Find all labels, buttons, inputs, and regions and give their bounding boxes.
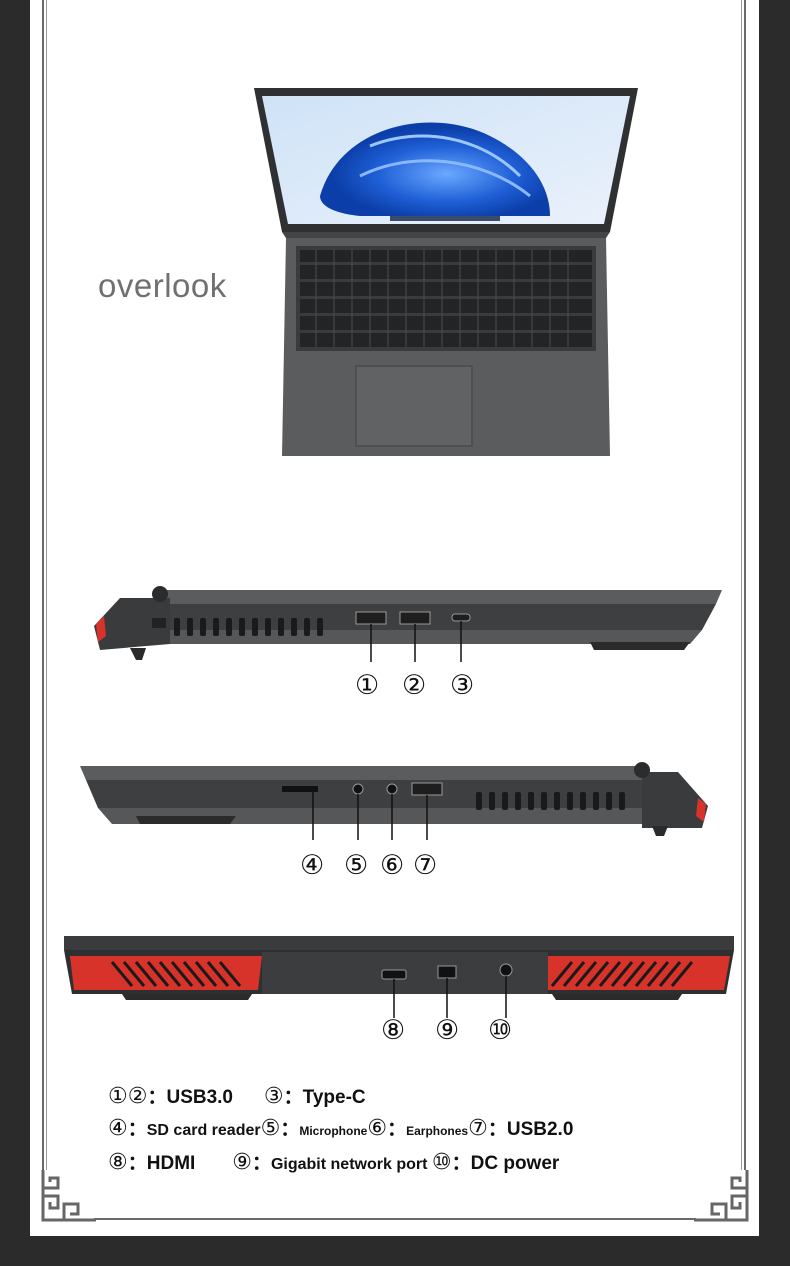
legend-num-3: ③ <box>263 1084 284 1109</box>
legend-row-1: ①②：USB3.0 ③：Type-C <box>108 1084 366 1109</box>
legend-gigabit-network-port: Gigabit network port <box>270 1156 428 1173</box>
frame-border-left-inner <box>46 0 47 1170</box>
laptop-left-side-view <box>94 586 722 662</box>
corner-ornament-left <box>41 1170 96 1222</box>
legend-usb20: USB2.0 <box>506 1119 574 1140</box>
frame-border-bottom <box>94 1218 696 1220</box>
legend-sd-card-reader: SD card reader <box>146 1122 261 1139</box>
laptop-top-view <box>254 88 638 456</box>
legend-hdmi: HDMI <box>146 1153 196 1174</box>
legend-microphone: Microphone <box>299 1124 368 1138</box>
callout-8: ⑧ <box>381 1015 406 1046</box>
legend-typec: Type-C <box>302 1087 366 1108</box>
callout-9: ⑨ <box>435 1015 460 1046</box>
laptop-right-side-view <box>80 762 708 840</box>
legend-row-3: ⑧：HDMI ⑨：Gigabit network port ⑩：DC power <box>108 1150 560 1175</box>
frame-border-right <box>744 0 746 1170</box>
legend-usb30: USB3.0 <box>166 1087 233 1108</box>
callout-6: ⑥ <box>380 850 405 881</box>
callout-2: ② <box>402 670 427 701</box>
callout-4: ④ <box>300 850 325 881</box>
legend-row-2: ④：SD card reader⑤：Microphone⑥：Earphones⑦… <box>108 1116 574 1141</box>
callout-5: ⑤ <box>344 850 369 881</box>
callout-7: ⑦ <box>413 850 438 881</box>
callout-10: ⑩ <box>488 1015 513 1046</box>
corner-ornament-right <box>694 1170 749 1222</box>
callout-3: ③ <box>450 670 475 701</box>
frame-border-left <box>42 0 44 1170</box>
laptop-rear-view <box>64 936 734 1018</box>
legend-earphones: Earphones <box>406 1124 469 1138</box>
frame-border-right-inner <box>741 0 742 1170</box>
legend-num-1-2: ①② <box>108 1084 148 1109</box>
callout-1: ① <box>355 670 380 701</box>
overview-label: overlook <box>98 267 227 304</box>
legend-dc-power: DC power <box>470 1153 560 1174</box>
